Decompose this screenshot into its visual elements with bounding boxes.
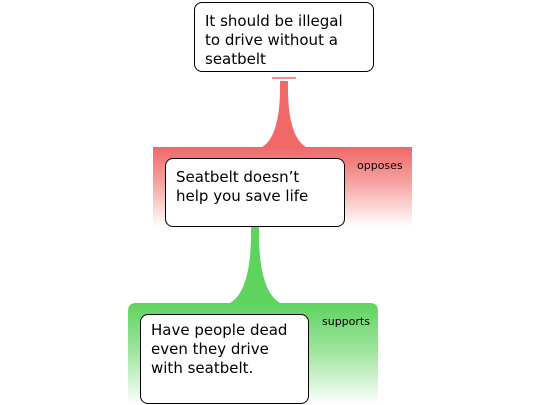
supports-stem — [230, 227, 280, 303]
support-node[interactable]: Have people dead even they drive with se… — [140, 314, 309, 404]
opposes-label: opposes — [357, 159, 403, 172]
claim-node[interactable]: It should be illegal to drive without a … — [194, 2, 374, 72]
supports-label: supports — [322, 315, 370, 328]
objection-node[interactable]: Seatbelt doesn’t help you save life — [165, 158, 345, 227]
opposes-stem — [262, 81, 306, 147]
